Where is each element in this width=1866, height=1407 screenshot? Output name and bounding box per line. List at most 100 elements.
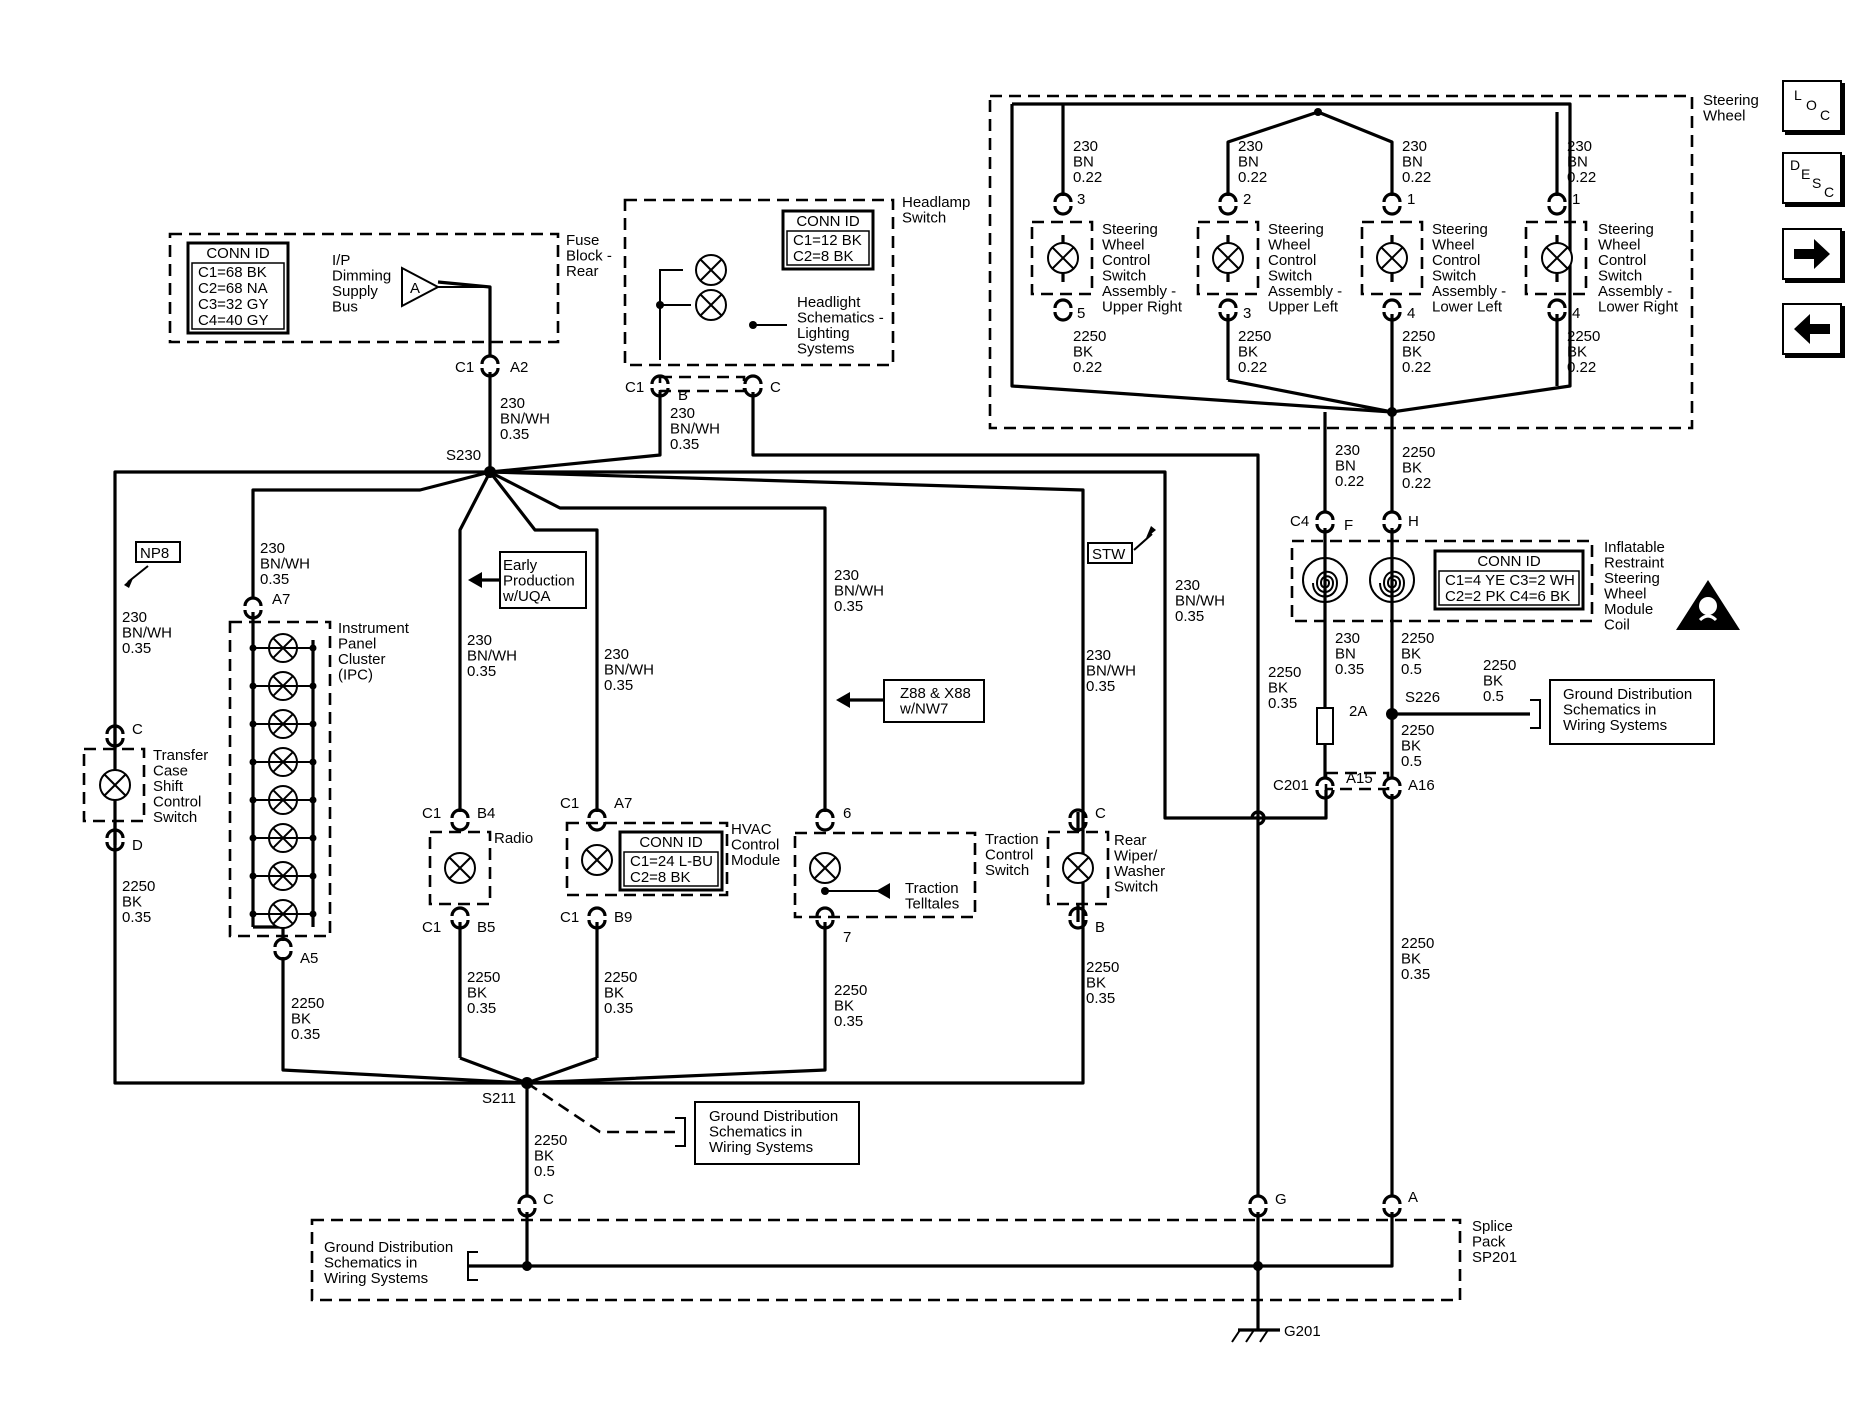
wire-label: BN/WH xyxy=(670,421,720,438)
conn-id-line: C2=68 NA xyxy=(198,280,268,297)
connector-arc xyxy=(450,821,470,832)
connector-arc xyxy=(1315,776,1335,787)
fuse-block-label: Rear xyxy=(566,263,599,280)
pin-label: B xyxy=(678,387,688,404)
headlight-schematics-label: Schematics - xyxy=(797,310,884,327)
lamp-icon xyxy=(444,852,476,884)
connector-arc xyxy=(650,374,670,385)
coil-label: Steering xyxy=(1604,570,1660,587)
radio-label: Radio xyxy=(494,830,533,847)
pin-label: C4 xyxy=(1290,513,1309,530)
connector-arc xyxy=(517,1194,537,1205)
pin-label: A7 xyxy=(272,591,290,608)
wire-label: BN/WH xyxy=(500,411,550,428)
traction-outline xyxy=(793,831,977,919)
connector-arc xyxy=(1218,298,1238,309)
swc-lower-right-label: Steering xyxy=(1598,221,1654,238)
swc-upper-right-label: Control xyxy=(1102,252,1150,269)
wire-label: 0.35 xyxy=(1175,608,1204,625)
swc-upper-right-label: Upper Right xyxy=(1102,299,1183,316)
pin-label: B9 xyxy=(614,909,632,926)
ground-distribution-label: Ground Distribution xyxy=(324,1239,453,1256)
connector-arc xyxy=(1382,205,1402,216)
ground-dist-box-1 xyxy=(1549,679,1715,745)
wire-label: 0.22 xyxy=(1402,169,1431,186)
wire-label: 0.35 xyxy=(122,909,151,926)
wire-label: 0.22 xyxy=(1238,359,1267,376)
wire-label: 0.5 xyxy=(1483,688,1504,705)
wire-label: 0.35 xyxy=(500,426,529,443)
conn-id-header: CONN ID xyxy=(796,213,860,230)
location-button[interactable]: L O C xyxy=(1782,80,1842,132)
early-production-label: w/UQA xyxy=(502,588,551,605)
coil-label: Restraint xyxy=(1604,555,1665,572)
swc-upper-right-label: Steering xyxy=(1102,221,1158,238)
wire-label: 230 xyxy=(1567,138,1592,155)
conn-id-line: C4=40 GY xyxy=(198,312,268,329)
traction-control-label: Control xyxy=(985,847,1033,864)
steering-wheel-label: Wheel xyxy=(1703,108,1746,125)
connector-arc xyxy=(815,808,835,819)
connector-arc xyxy=(105,724,125,735)
pin-label: 4 xyxy=(1407,305,1415,322)
wire-label: BK xyxy=(1268,680,1288,697)
pin-label: C1 xyxy=(455,359,474,376)
early-production-label: Production xyxy=(503,573,575,590)
wire-label: 0.35 xyxy=(1268,695,1297,712)
connector-arc xyxy=(1382,192,1402,203)
transfer-case-label: Switch xyxy=(153,809,197,826)
coil-label: Module xyxy=(1604,601,1653,618)
connector-arc xyxy=(273,937,293,948)
rear-wiper-label: Wiper/ xyxy=(1114,848,1158,865)
wire-label: 2250 xyxy=(604,969,637,986)
wire-label: 0.35 xyxy=(834,598,863,615)
swc-upper-left-label: Control xyxy=(1268,252,1316,269)
connector-arc xyxy=(1315,523,1335,534)
wire-label: 0.22 xyxy=(1238,169,1267,186)
wire-label: 0.5 xyxy=(1401,661,1422,678)
connector-arc xyxy=(243,596,263,607)
previous-page-button[interactable] xyxy=(1782,303,1842,355)
connector-arc xyxy=(1382,776,1402,787)
wire-label: 0.22 xyxy=(1402,475,1431,492)
connector-arc xyxy=(1315,789,1335,800)
connector-arc xyxy=(1068,919,1088,930)
wire-label: 230 xyxy=(1335,442,1360,459)
swc-ul-outline xyxy=(1196,220,1260,296)
pin-label: 3 xyxy=(1077,191,1085,208)
coil-label: Inflatable xyxy=(1604,539,1665,556)
wire-label: BN xyxy=(1335,646,1356,663)
description-button[interactable]: D E S C xyxy=(1782,152,1842,204)
wire-label: BN/WH xyxy=(604,662,654,679)
connector-arc xyxy=(243,609,263,620)
connector-arc xyxy=(815,906,835,917)
hvac-label: Control xyxy=(731,837,779,854)
connector-arc xyxy=(105,828,125,839)
headlamp-switch-label: Headlamp xyxy=(902,194,970,211)
swc-upper-left-label: Assembly - xyxy=(1268,283,1342,300)
pin-label: C xyxy=(543,1191,554,1208)
conn-id-line: C3=32 GY xyxy=(198,296,268,313)
connector-arc xyxy=(1248,1194,1268,1205)
ipc-label: (IPC) xyxy=(338,667,373,684)
wire-label: 230 xyxy=(1402,138,1427,155)
traction-telltales-label: Telltales xyxy=(905,896,959,913)
pin-label: 6 xyxy=(843,805,851,822)
ip-dimming-label: I/P xyxy=(332,252,350,269)
wire-label: 230 xyxy=(834,567,859,584)
ground-distribution-label: Wiring Systems xyxy=(709,1139,813,1156)
connector-arc xyxy=(1068,906,1088,917)
swc-lower-right-label: Lower Right xyxy=(1598,299,1679,316)
wire-label: 2250 xyxy=(534,1132,567,1149)
np8-tag xyxy=(135,541,181,563)
wire-label: 0.22 xyxy=(1335,473,1364,490)
wire-label: 0.22 xyxy=(1073,169,1102,186)
stw-label: STW xyxy=(1092,546,1126,563)
wire-label: 0.5 xyxy=(534,1163,555,1180)
wire-label: 230 xyxy=(1086,647,1111,664)
wire-label: 0.22 xyxy=(1567,169,1596,186)
next-page-button[interactable] xyxy=(1782,228,1842,280)
fuse-block-label: Block - xyxy=(566,248,612,265)
connector-arc xyxy=(1382,1207,1402,1218)
